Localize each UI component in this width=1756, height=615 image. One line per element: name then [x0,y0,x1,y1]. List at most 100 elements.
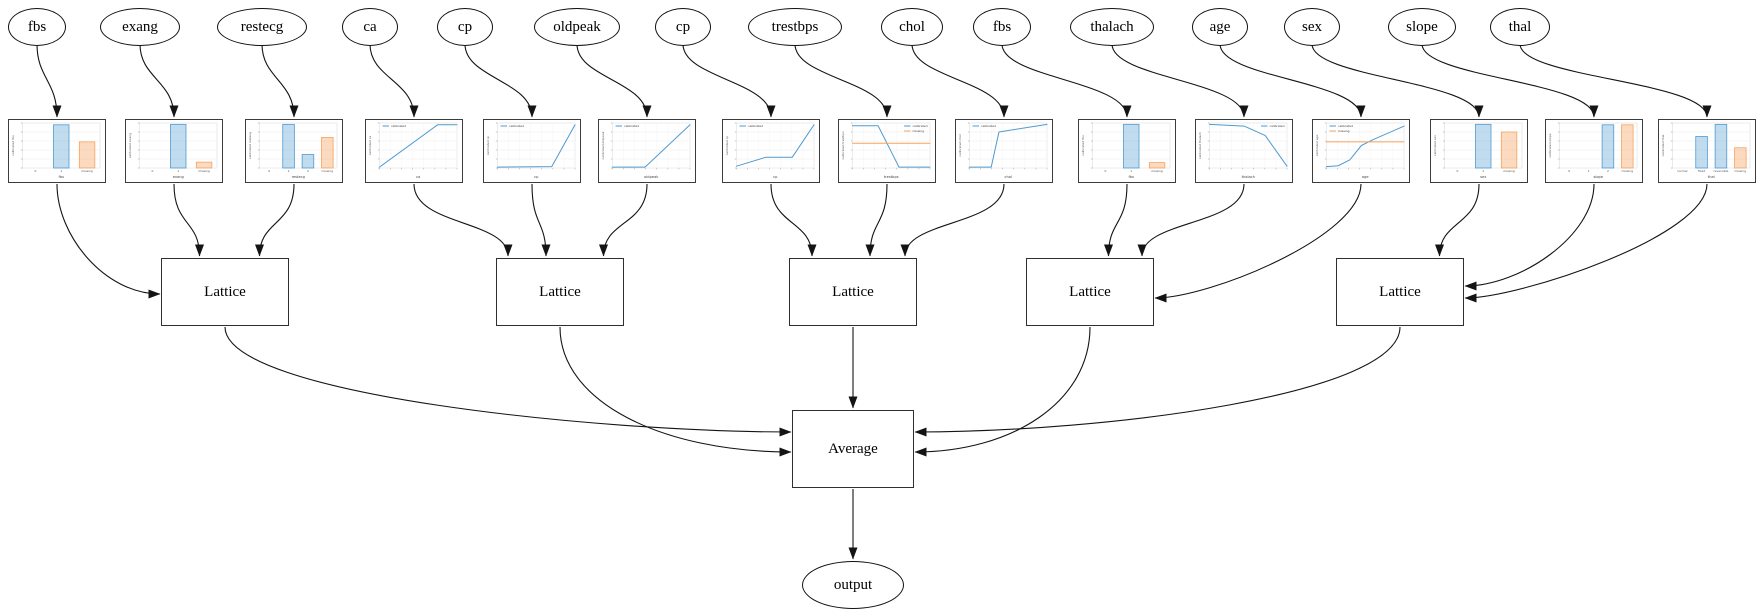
y-axis-label: calibrated oldpeak [601,131,605,159]
lattice-box-5: Lattice [1336,258,1464,326]
y-axis-label: calibrated chol [958,134,962,156]
x-tick-label: 1 [1482,169,1484,173]
lattice-box-4: Lattice [1026,258,1154,326]
lattice-label: Lattice [539,283,581,300]
x-tick-label: fixed [1698,169,1705,173]
feature-ellipse-13-slope: slope [1388,8,1456,46]
edge-chart-to-lattice [531,183,551,257]
x-axis-label: cp [534,175,539,179]
calibration-chart-12-sex: calibrated sex 0 1 missing sex [1430,119,1528,183]
average-box: Average [792,410,914,488]
edge-feature-to-chart [261,43,299,118]
y-axis-label: calibrated age [1315,135,1319,157]
x-tick-label: 1 [1130,169,1132,173]
edge-feature-to-chart [36,43,62,118]
legend-entry: calibrated [748,124,763,128]
edge-chart-to-lattice [865,183,888,257]
edge-feature-to-chart [1519,43,1712,118]
x-axis-label: sex [1480,175,1487,179]
output-ellipse: output [802,561,904,609]
feature-label: sex [1302,18,1322,35]
x-tick-label: 0 [1104,169,1106,173]
legend-entry: calibrated [391,124,406,128]
edge-chart-to-lattice [255,183,295,257]
feature-ellipse-14-thal: thal [1490,8,1550,46]
lattice-label: Lattice [204,283,246,300]
y-axis-label: calibrated thal [1661,134,1665,156]
edge-feature-to-chart [911,43,1009,118]
x-tick-label: 1 [60,169,62,173]
x-tick-label: 0 [1568,169,1570,173]
feature-ellipse-8-chol: chol [881,8,943,46]
feature-ellipse-12-sex: sex [1284,8,1340,46]
feature-label: slope [1406,18,1438,35]
legend-entry: calibrated [1270,124,1285,128]
x-axis-label: age [1362,175,1369,179]
y-axis-label: calibrated slope [1548,133,1552,157]
edge-chart-to-lattice [1154,183,1362,303]
edge-chart-to-lattice [900,183,1005,257]
edge-feature-to-chart [1219,43,1366,118]
edge-feature-to-chart [1111,43,1249,118]
lattice-box-1: Lattice [161,258,289,326]
edge-feature-to-chart [576,43,652,118]
legend-entry: calibrated [1338,124,1353,128]
edge-feature-to-chart [369,43,419,118]
feature-label: cp [457,18,473,35]
x-tick-label: missing [1503,169,1515,173]
x-axis-label: trestbps [884,175,899,179]
x-tick-label: missing [1735,169,1747,173]
x-tick-label: missing [322,169,334,173]
edge-feature-to-chart [1311,43,1484,118]
average-label: Average [828,440,878,457]
edge-feature-to-chart [1001,43,1132,118]
lattice-label: Lattice [832,283,874,300]
y-axis-label: calibrated trestbps [841,131,845,160]
x-tick-label: 0 [151,169,153,173]
legend-entry: calibrated [624,124,639,128]
x-tick-label: 0 [34,169,36,173]
legend-entry: calibrated [913,124,928,128]
feature-ellipse-1-exang: exang [100,8,180,46]
feature-ellipse-7-trestbps: trestbps [748,8,842,46]
y-axis-label: calibrated sex [1433,135,1437,156]
edge-lattice-to-average [559,326,792,457]
x-axis-label: slope [1593,175,1603,179]
x-tick-label: missing [81,169,93,173]
x-tick-label: 1 [1588,169,1590,173]
edge-lattice-to-average [224,326,792,437]
feature-label: age [1209,18,1231,35]
y-axis-label: calibrated thalach [1198,132,1202,159]
feature-label: thal [1508,18,1532,35]
feature-label: exang [122,18,158,35]
edge-chart-to-lattice [56,183,161,299]
x-tick-label: 2 [1607,169,1609,173]
x-axis-label: fbs [59,175,65,179]
y-axis-label: calibrated restecg [248,132,252,159]
edge-feature-to-chart [139,43,179,118]
x-axis-label: chol [1005,175,1012,179]
edge-feature-to-chart [1421,43,1599,118]
feature-ellipse-6-cp: cp [655,8,711,46]
edge-chart-to-lattice [1104,183,1128,257]
lattice-label: Lattice [1379,283,1421,300]
edge-chart-to-lattice [599,183,648,257]
feature-ellipse-3-ca: ca [342,8,398,46]
lattice-box-2: Lattice [496,258,624,326]
y-axis-label: calibrated ca [368,136,372,156]
x-tick-label: 0 [1456,169,1458,173]
x-tick-label: 0 [268,169,270,173]
